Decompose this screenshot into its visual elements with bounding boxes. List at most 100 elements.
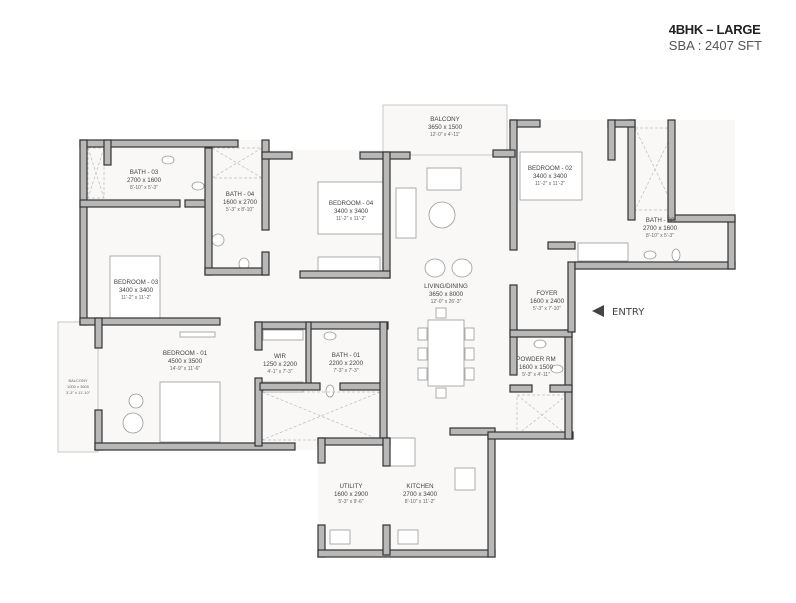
label-bedroom-01: BEDROOM - 01 4500 x 3500 14'-9" x 11'-6" <box>163 350 208 372</box>
dining-chair <box>464 327 475 341</box>
svg-text:5'-3" x 4'-11": 5'-3" x 4'-11" <box>522 372 550 378</box>
entry-arrow-icon <box>592 305 604 317</box>
dining-chair <box>417 347 428 361</box>
plan-title: 4BHK – LARGE <box>668 22 761 37</box>
sofa <box>395 187 417 239</box>
washbasin <box>643 250 657 260</box>
washbasin <box>533 339 547 349</box>
svg-text:2700 x 1600: 2700 x 1600 <box>127 177 162 184</box>
label-bath-01: BATH - 01 2200 x 2200 7'-3" x 7'-3" <box>329 352 364 374</box>
label-kitchen: KITCHEN 2700 x 3400 8'-10" x 11'-2" <box>403 483 438 505</box>
svg-text:1000 x 3600: 1000 x 3600 <box>67 384 90 389</box>
svg-text:BATH - 02: BATH - 02 <box>646 217 675 224</box>
room-labels: BALCONY 3650 x 1500 12'-0" x 4'-11" BATH… <box>66 116 678 505</box>
label-utility: UTILITY 1600 x 2900 5'-3" x 9'-6" <box>334 483 369 505</box>
label-bedroom-02: BEDROOM - 02 3400 x 3400 11'-2" x 11'-2" <box>528 165 573 187</box>
entry-marker: ENTRY <box>592 305 645 318</box>
label-foyer: FOYER 1600 x 2400 5'-3" x 7'-10" <box>530 290 565 312</box>
dining-chair <box>464 347 475 361</box>
armchair <box>424 258 446 278</box>
hob <box>454 467 476 491</box>
label-bath-04: BATH - 04 1600 x 2700 5'-3" x 8'-10" <box>223 191 258 213</box>
toilet <box>325 384 335 398</box>
svg-text:BEDROOM - 02: BEDROOM - 02 <box>528 165 573 172</box>
dining-chair <box>417 327 428 341</box>
furniture <box>109 151 681 545</box>
svg-text:14'-9" x 11'-6": 14'-9" x 11'-6" <box>170 366 201 372</box>
dining-chair <box>464 367 475 381</box>
svg-text:BEDROOM - 04: BEDROOM - 04 <box>329 200 374 207</box>
toilet <box>671 248 681 262</box>
kitchen-sink <box>397 529 419 545</box>
utility-sink <box>329 529 351 545</box>
svg-text:11'-2" x 11'-2": 11'-2" x 11'-2" <box>121 295 151 301</box>
dining-chair <box>435 307 447 319</box>
svg-text:5'-3" x 8'-10": 5'-3" x 8'-10" <box>226 207 254 213</box>
label-wir: WIR 1250 x 2200 4'-1" x 7'-3" <box>263 353 298 375</box>
svg-text:4'-1" x 7'-3": 4'-1" x 7'-3" <box>267 369 292 375</box>
svg-text:BATH - 03: BATH - 03 <box>130 169 159 176</box>
svg-text:1600 x 2900: 1600 x 2900 <box>334 491 369 498</box>
svg-text:POWDER RM: POWDER RM <box>516 356 555 363</box>
svg-text:BEDROOM - 03: BEDROOM - 03 <box>114 279 159 286</box>
wir-shelf <box>262 329 304 341</box>
svg-text:3650 x 8000: 3650 x 8000 <box>429 291 464 298</box>
svg-text:3400 x 3400: 3400 x 3400 <box>119 287 154 294</box>
dining-chair <box>417 367 428 381</box>
svg-text:11'-2" x 11'-2": 11'-2" x 11'-2" <box>535 181 565 187</box>
svg-text:BALCONY: BALCONY <box>68 378 87 383</box>
label-powder-room: POWDER RM 1600 x 1500 5'-3" x 4'-11" <box>516 356 555 378</box>
wardrobe-bedroom-04 <box>317 256 381 272</box>
dining-chair <box>435 387 447 399</box>
label-balcony-top: BALCONY 3650 x 1500 12'-0" x 4'-11" <box>428 116 463 138</box>
svg-text:WIR: WIR <box>274 353 287 360</box>
svg-text:7'-3" x 7'-3": 7'-3" x 7'-3" <box>333 368 358 374</box>
sofa <box>426 167 462 191</box>
svg-text:1600 x 2400: 1600 x 2400 <box>530 298 565 305</box>
dining-table <box>427 319 465 387</box>
fridge <box>389 437 416 467</box>
label-balcony-left: BALCONY 1000 x 3600 3'-3" x 11'-10" <box>66 378 91 395</box>
svg-text:BATH - 01: BATH - 01 <box>332 352 361 359</box>
svg-text:BATH - 04: BATH - 04 <box>226 191 255 198</box>
plan-header: 4BHK – LARGE SBA : 2407 SFT <box>669 22 762 53</box>
svg-text:2700 x 1600: 2700 x 1600 <box>643 225 678 232</box>
label-bedroom-04: BEDROOM - 04 3400 x 3400 11'-2" x 11'-2" <box>329 200 374 222</box>
svg-text:3'-3" x 11'-10": 3'-3" x 11'-10" <box>66 390 91 395</box>
washbasin <box>323 331 337 341</box>
balcony-top-area <box>383 105 507 155</box>
svg-text:5'-3" x 7'-10": 5'-3" x 7'-10" <box>533 306 561 312</box>
balcony-left-area <box>58 322 98 452</box>
svg-text:12'-0" x 4'-11": 12'-0" x 4'-11" <box>430 132 461 138</box>
svg-text:UTILITY: UTILITY <box>339 483 362 490</box>
wardrobe-bedroom-02 <box>577 242 629 262</box>
svg-text:3650 x 1500: 3650 x 1500 <box>428 124 463 131</box>
svg-text:2200 x 2200: 2200 x 2200 <box>329 360 364 367</box>
armchair <box>451 258 473 278</box>
bed-bedroom-01 <box>159 381 221 443</box>
svg-text:8'-10" x 5'-3": 8'-10" x 5'-3" <box>130 185 158 191</box>
svg-text:2700 x 3400: 2700 x 3400 <box>403 491 438 498</box>
svg-text:4500 x 3500: 4500 x 3500 <box>168 358 203 365</box>
coffee-table <box>428 201 456 229</box>
label-bath-03: BATH - 03 2700 x 1600 8'-10" x 5'-3" <box>127 169 162 191</box>
svg-text:3400 x 3400: 3400 x 3400 <box>533 173 568 180</box>
desk <box>179 331 216 338</box>
svg-text:8'-10" x 11'-2": 8'-10" x 11'-2" <box>405 499 436 505</box>
armchair <box>122 412 144 434</box>
svg-text:1600 x 1500: 1600 x 1500 <box>519 364 554 371</box>
side-table <box>128 393 144 409</box>
svg-text:1250 x 2200: 1250 x 2200 <box>263 361 298 368</box>
svg-text:11'-2" x 11'-2": 11'-2" x 11'-2" <box>336 216 366 222</box>
entry-label: ENTRY <box>612 307 645 318</box>
bed-bedroom-03 <box>109 255 161 319</box>
svg-text:1600 x 2700: 1600 x 2700 <box>223 199 258 206</box>
svg-text:3400 x 3400: 3400 x 3400 <box>334 208 369 215</box>
svg-text:BALCONY: BALCONY <box>430 116 460 123</box>
svg-text:8'-10" x 5'-3": 8'-10" x 5'-3" <box>646 233 674 239</box>
svg-text:12'-0" x 26'-3": 12'-0" x 26'-3" <box>431 299 462 305</box>
label-bedroom-03: BEDROOM - 03 3400 x 3400 11'-2" x 11'-2" <box>114 279 159 301</box>
washbasin <box>161 155 175 165</box>
svg-text:FOYER: FOYER <box>536 290 558 297</box>
washbasin <box>211 233 225 247</box>
